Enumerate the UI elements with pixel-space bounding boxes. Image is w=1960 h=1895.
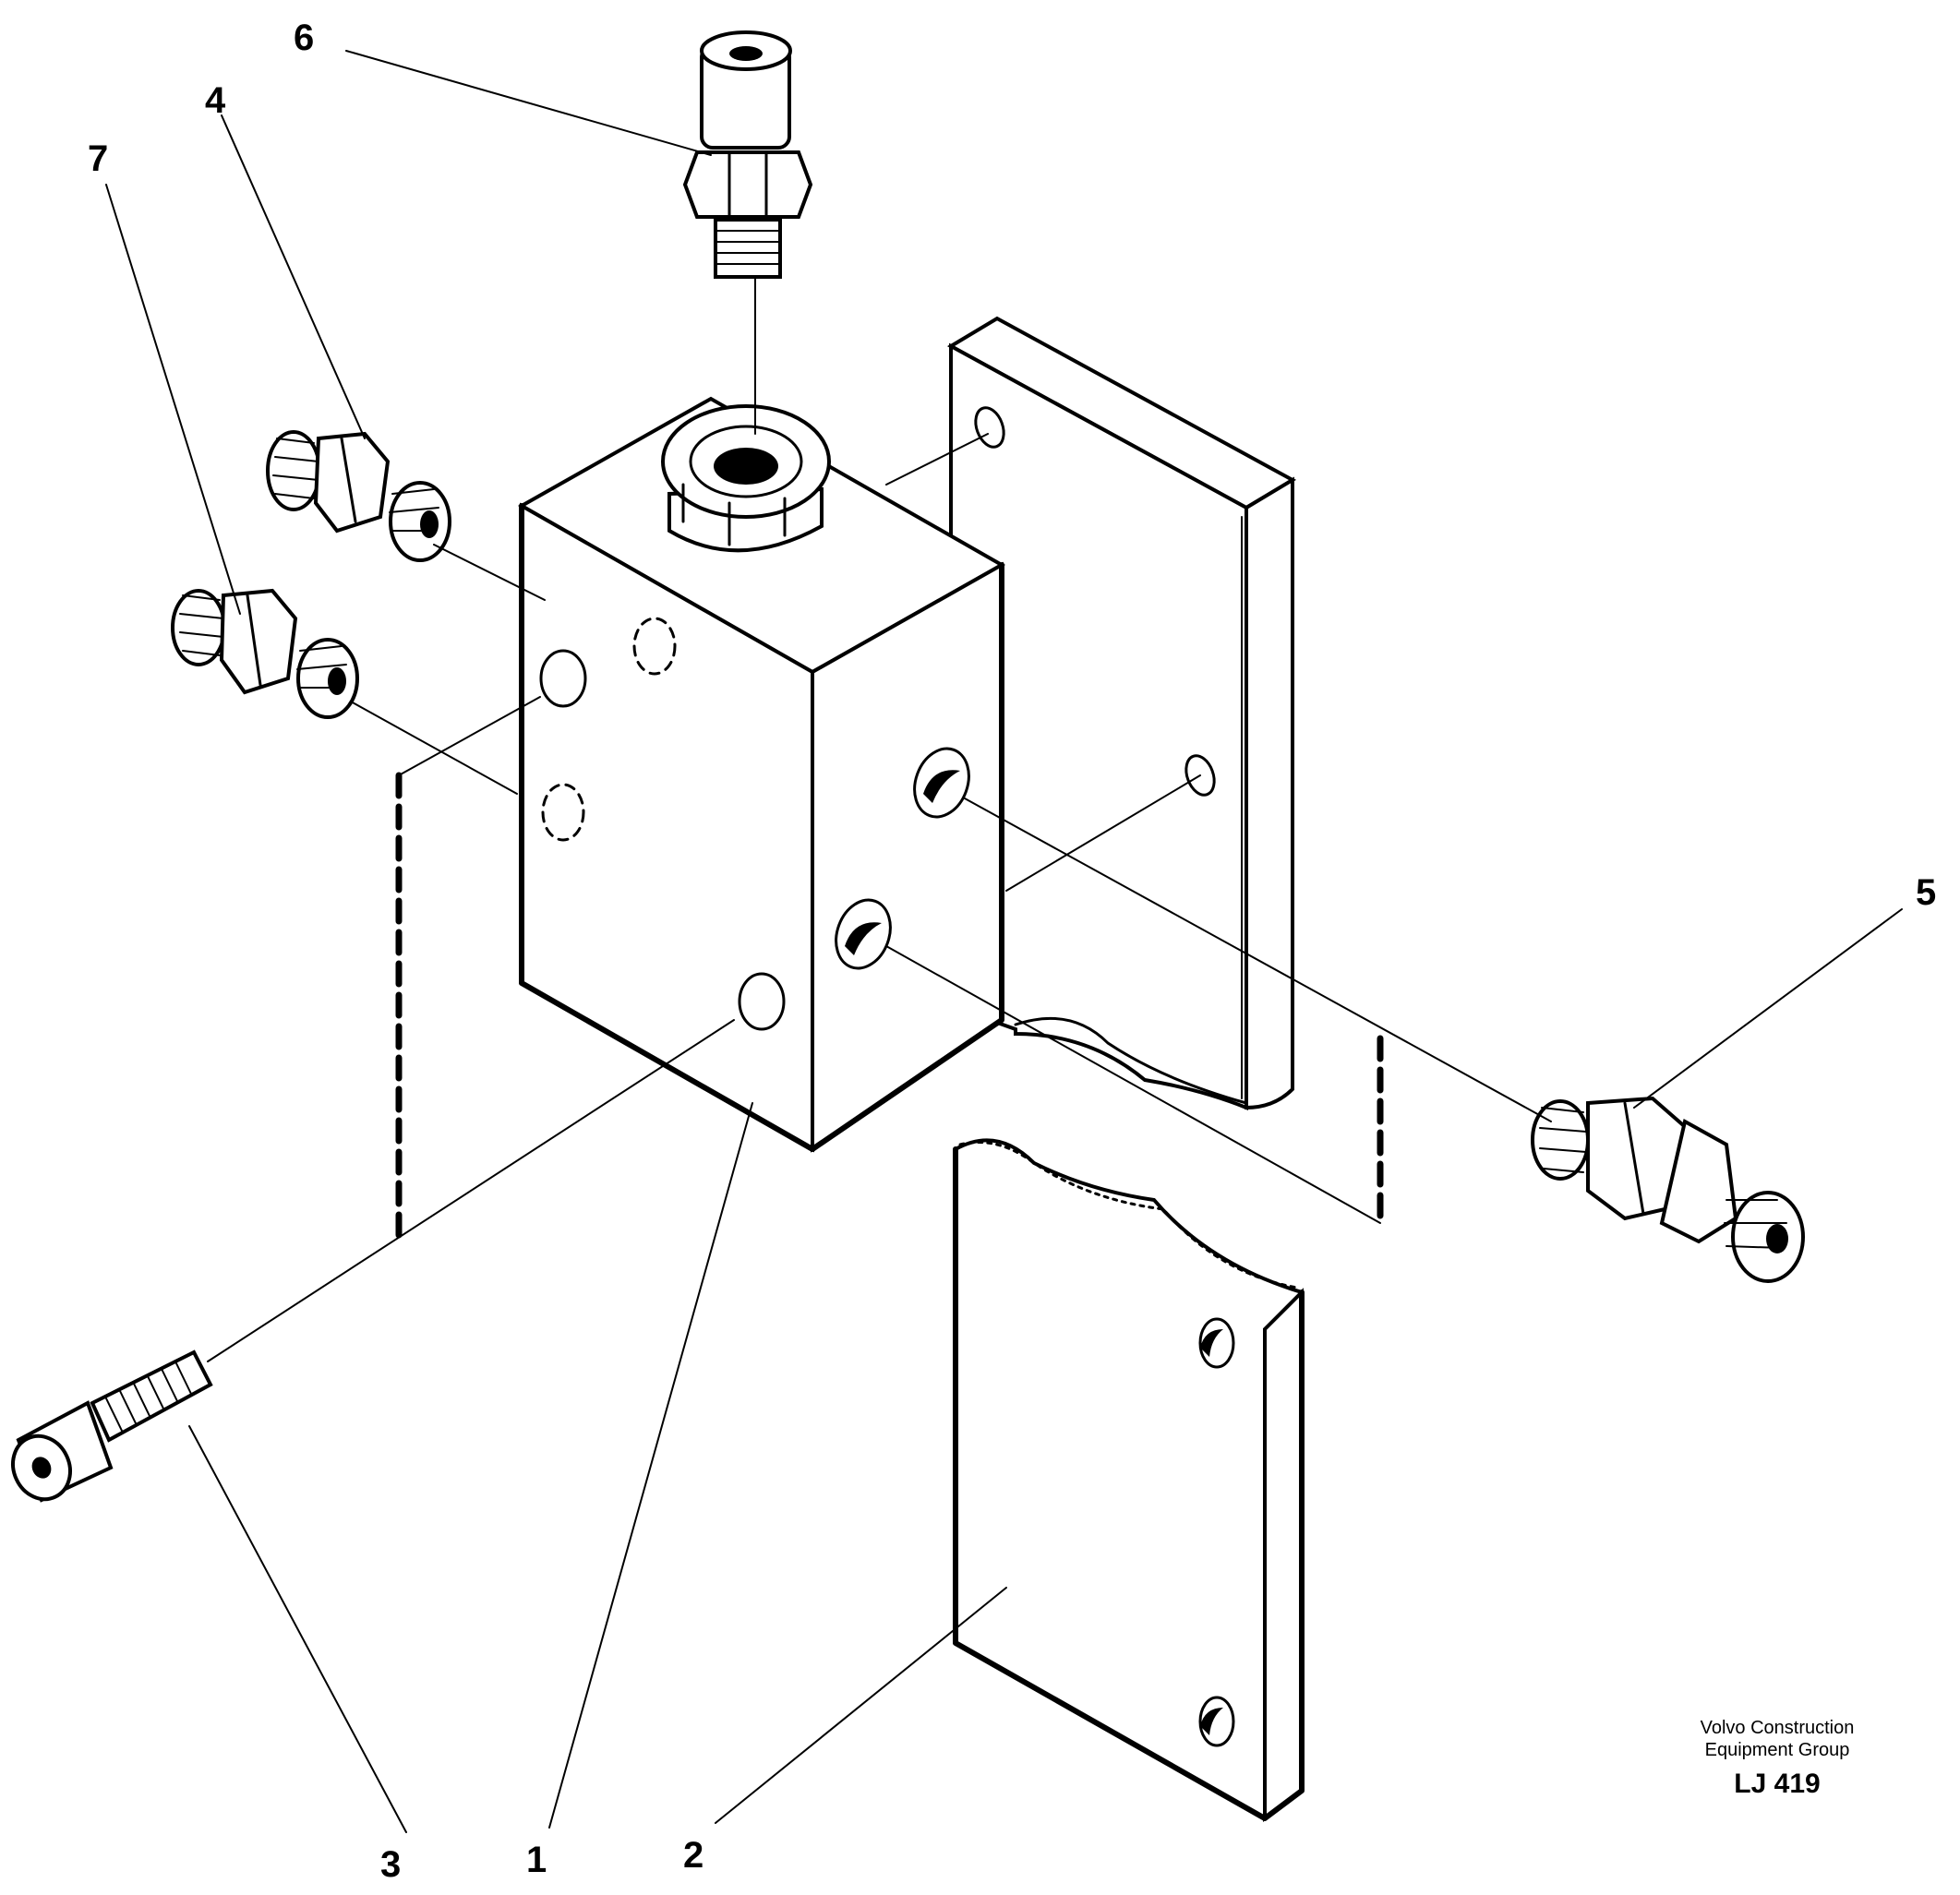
fitting-right [1531, 1096, 1805, 1283]
mounting-plate-upper [946, 316, 1297, 1110]
caption-company-line1: Volvo Construction [1700, 1718, 1855, 1738]
callout-4: 4 [205, 80, 226, 121]
assembly-lines [207, 276, 1552, 1362]
fitting-top [682, 30, 813, 279]
fitting-lower-left [171, 588, 359, 719]
callout-7: 7 [88, 138, 108, 179]
top-boss-nut [661, 404, 831, 553]
dashed-outline [395, 772, 1384, 1250]
caption-company-line2: Equipment Group [1704, 1740, 1850, 1760]
callout-5: 5 [1916, 872, 1936, 913]
callout-3: 3 [380, 1844, 401, 1885]
callout-1: 1 [526, 1840, 547, 1880]
callout-leaders [105, 50, 1903, 1833]
callout-2: 2 [683, 1835, 703, 1876]
fitting-upper-left [266, 430, 451, 562]
caption-drawing-code: LJ 419 [1734, 1769, 1821, 1799]
mounting-plate-lower [953, 1138, 1305, 1822]
callout-6: 6 [294, 18, 314, 58]
caption-block: Volvo Construction Equipment Group LJ 41… [1625, 1717, 1930, 1800]
cap-screw [11, 1349, 213, 1503]
